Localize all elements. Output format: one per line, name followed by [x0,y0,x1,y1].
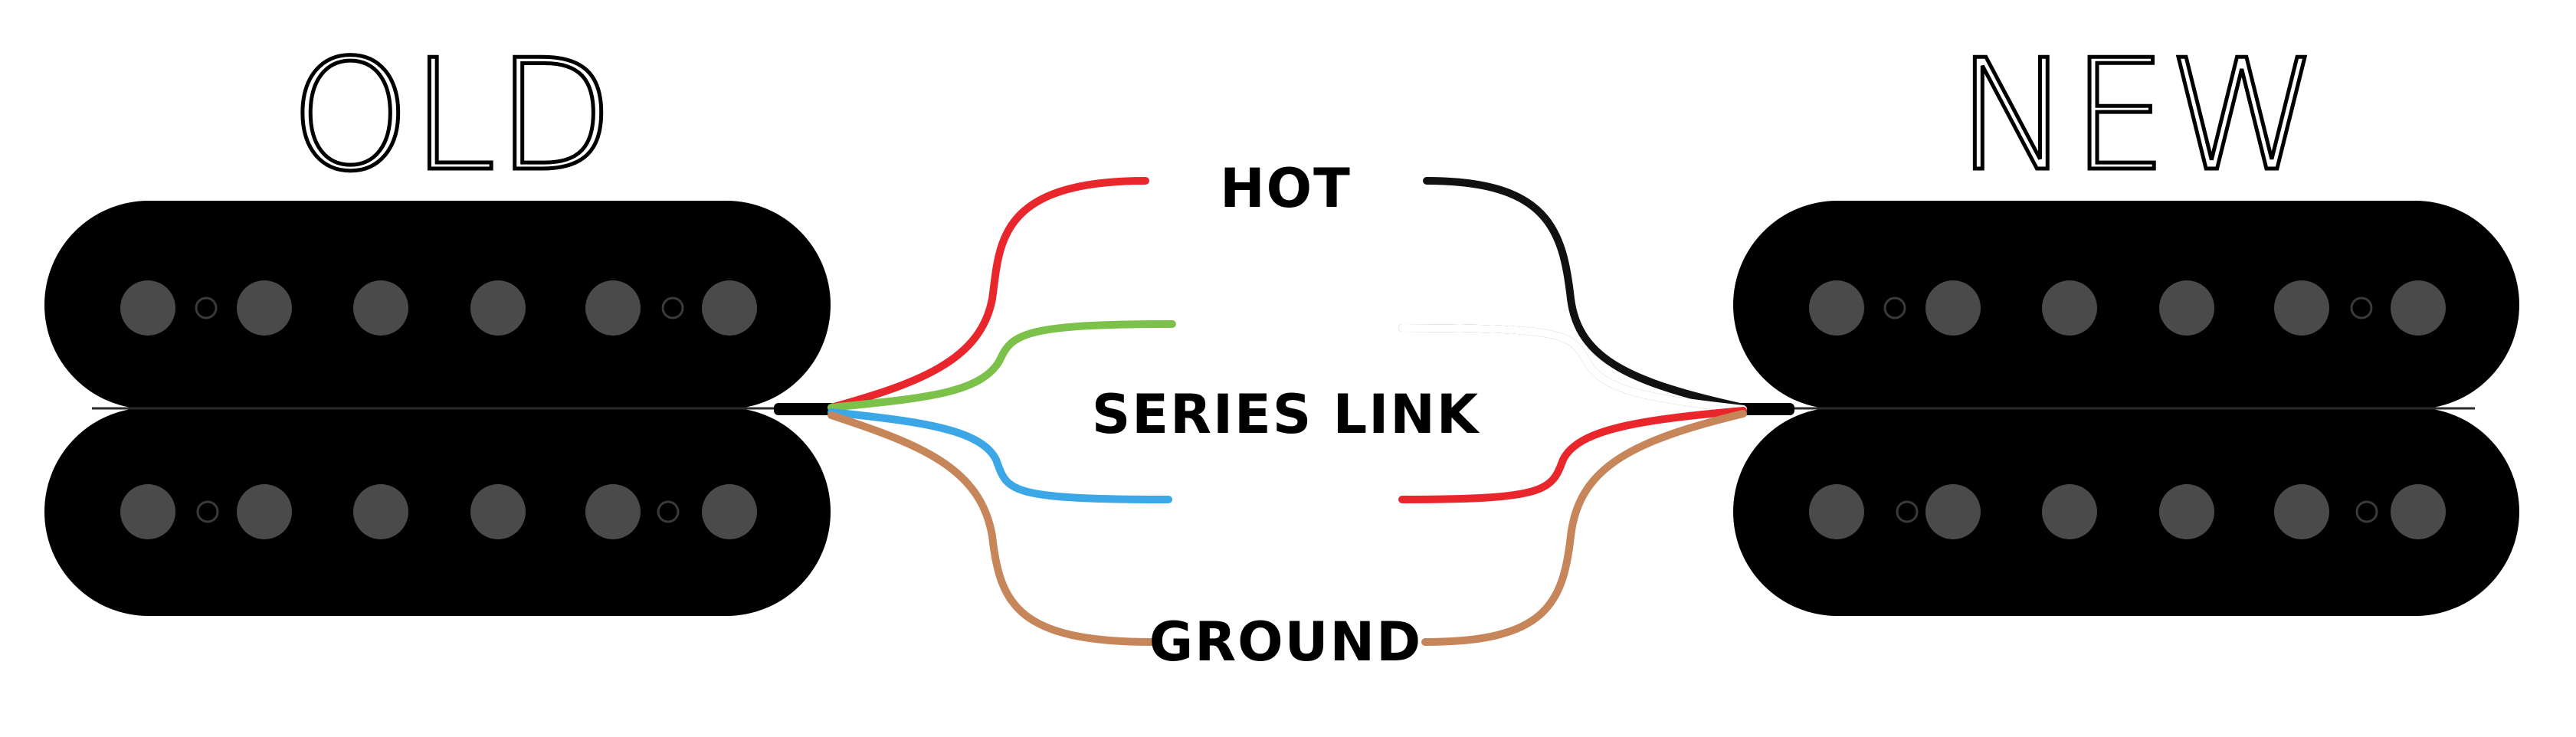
pole-piece [2391,484,2446,539]
series-link-label: SERIES LINK [1092,383,1480,446]
old-pickup [44,201,831,616]
pole-piece [1809,484,1864,539]
pole-piece [353,484,408,539]
pole-piece [470,484,526,539]
pole-screw-hole [1896,500,1919,523]
pole-piece [237,280,292,336]
pole-piece [2159,484,2214,539]
pole-screw-hole [657,500,680,523]
hot-label: HOT [1220,157,1352,220]
old-pickup-bottom-coil [44,408,831,616]
old-title: OLD [290,27,615,205]
old-cable-stub [774,403,835,415]
new-series-wire-a [1398,324,1747,413]
old-bottom-pole-row [120,484,757,539]
pole-piece [2159,280,2214,336]
new-bottom-pole-row [1809,484,2446,539]
old-pickup-top-coil [44,201,831,409]
new-pickup-top-coil [1733,201,2519,409]
pole-piece [585,484,641,539]
pole-screw-hole [195,296,218,319]
new-series-wire-b [1398,407,1747,503]
pole-piece [237,484,292,539]
pole-screw-hole [196,500,219,523]
old-ground-wire [828,411,1157,646]
new-cable-stub [1733,403,1794,415]
pole-piece [702,484,757,539]
pole-screw-hole [1883,296,1906,319]
pole-piece [120,280,175,336]
old-hot-wire [828,177,1149,411]
old-series-wire-b [828,408,1172,503]
pole-piece [120,484,175,539]
pole-piece [2042,484,2097,539]
pole-piece [2274,280,2329,336]
pole-screw-hole [2350,296,2373,319]
new-top-pole-row [1809,280,2446,336]
new-ground-wire [1421,410,1747,646]
ground-label: GROUND [1149,611,1422,673]
pole-piece [702,280,757,336]
new-pickup-bottom-coil [1733,408,2519,616]
pole-piece [2274,484,2329,539]
pole-piece [585,280,641,336]
old-top-pole-row [120,280,757,336]
pole-screw-hole [661,296,684,319]
new-pickup [1733,201,2519,616]
new-hot-wire-outline [1423,177,1747,411]
pole-piece [1925,484,1981,539]
pole-piece [470,280,526,336]
new-title: NEW [1956,27,2319,205]
old-series-wire-a [828,320,1176,411]
pole-piece [1809,280,1864,336]
pole-piece [2042,280,2097,336]
pole-piece [2391,280,2446,336]
pole-piece [1925,280,1981,336]
pole-screw-hole [2355,500,2378,523]
pole-piece [353,280,408,336]
